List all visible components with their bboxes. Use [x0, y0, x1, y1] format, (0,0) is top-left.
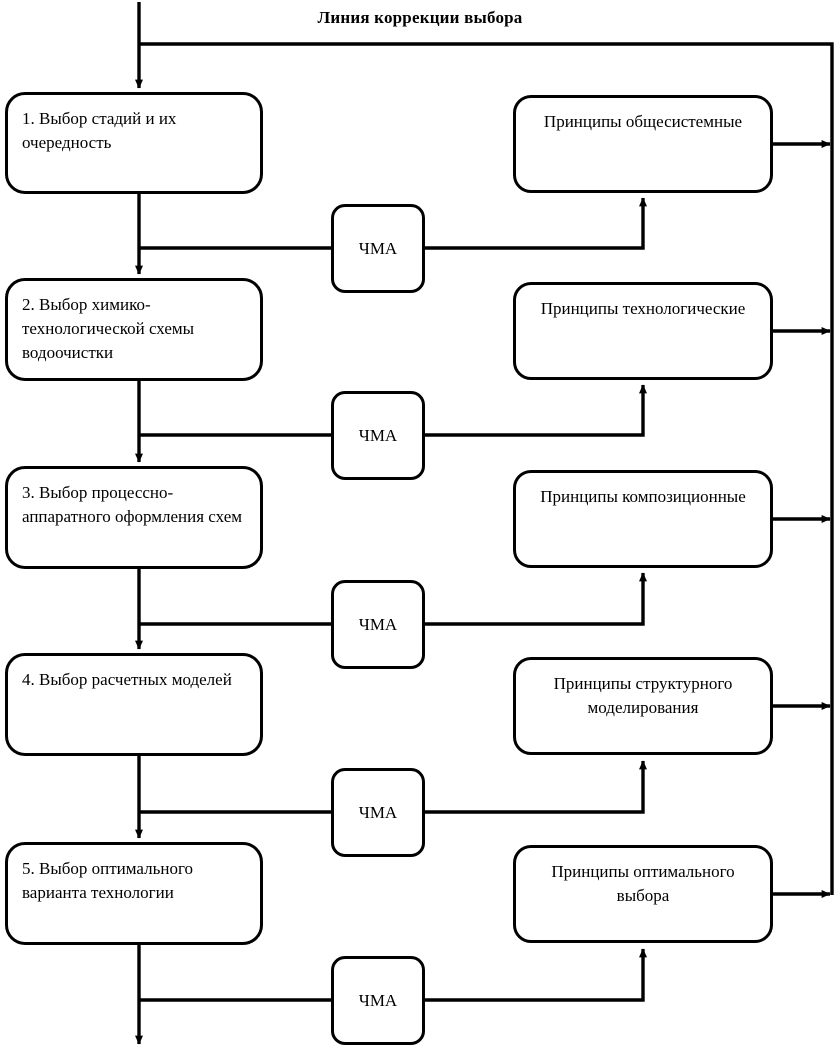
chma-label-4: ЧМА [358, 802, 398, 822]
chma-4-to-principles-4 [425, 760, 647, 814]
stage-box-5[interactable]: 5. Выбор оптимального варианта технологи… [5, 842, 263, 945]
stage-box-1[interactable]: 1. Выбор стадий и их очередность [5, 92, 263, 194]
stage-box-3[interactable]: 3. Выбор процессно-аппаратного оформлени… [5, 466, 263, 569]
chma-label-2: ЧМА [358, 425, 398, 445]
chma-box-2[interactable]: ЧМА [331, 391, 425, 480]
stage-label-4: 4. Выбор расчетных моделей [22, 670, 232, 689]
chma-1-to-principles-1 [425, 197, 647, 250]
stage-box-2[interactable]: 2. Выбор химико-технологической схемы во… [5, 278, 263, 381]
chma-box-3[interactable]: ЧМА [331, 580, 425, 669]
stage-label-1: 1. Выбор стадий и их очередность [22, 109, 177, 153]
chma-3-to-principles-3 [425, 572, 647, 626]
principles-box-4[interactable]: Принципы структурного моделирования [513, 657, 773, 755]
chma-label-3: ЧМА [358, 614, 398, 634]
chma-5-to-principles-5 [425, 948, 647, 1002]
principles-box-5[interactable]: Принципы оптимального выбора [513, 845, 773, 943]
chma-box-5[interactable]: ЧМА [331, 956, 425, 1045]
stage-label-5: 5. Выбор оптимального варианта технологи… [22, 859, 194, 903]
principles-label-5: Принципы оптимального выбора [551, 862, 735, 906]
principles-label-1: Принципы общесистемные [543, 112, 743, 131]
principles-label-2: Принципы технологические [540, 299, 746, 318]
chma-box-1[interactable]: ЧМА [331, 204, 425, 293]
chma-label-1: ЧМА [358, 238, 398, 258]
diagram-title: Линия коррекции выбора [317, 8, 523, 27]
stage-label-3: 3. Выбор процессно-аппаратного оформлени… [22, 483, 243, 527]
chma-2-to-principles-2 [425, 384, 647, 437]
principles-box-1[interactable]: Принципы общесистемные [513, 95, 773, 193]
principles-box-2[interactable]: Принципы технологические [513, 282, 773, 380]
stage-box-4[interactable]: 4. Выбор расчетных моделей [5, 653, 263, 756]
principles-label-3: Принципы композиционные [540, 487, 746, 506]
chma-box-4[interactable]: ЧМА [331, 768, 425, 857]
principles-box-3[interactable]: Принципы композиционные [513, 470, 773, 568]
stage-label-2: 2. Выбор химико-технологической схемы во… [22, 295, 195, 363]
principles-label-4: Принципы структурного моделирования [553, 674, 733, 718]
chma-label-5: ЧМА [358, 990, 398, 1010]
feedback-correction-rail [139, 42, 834, 895]
